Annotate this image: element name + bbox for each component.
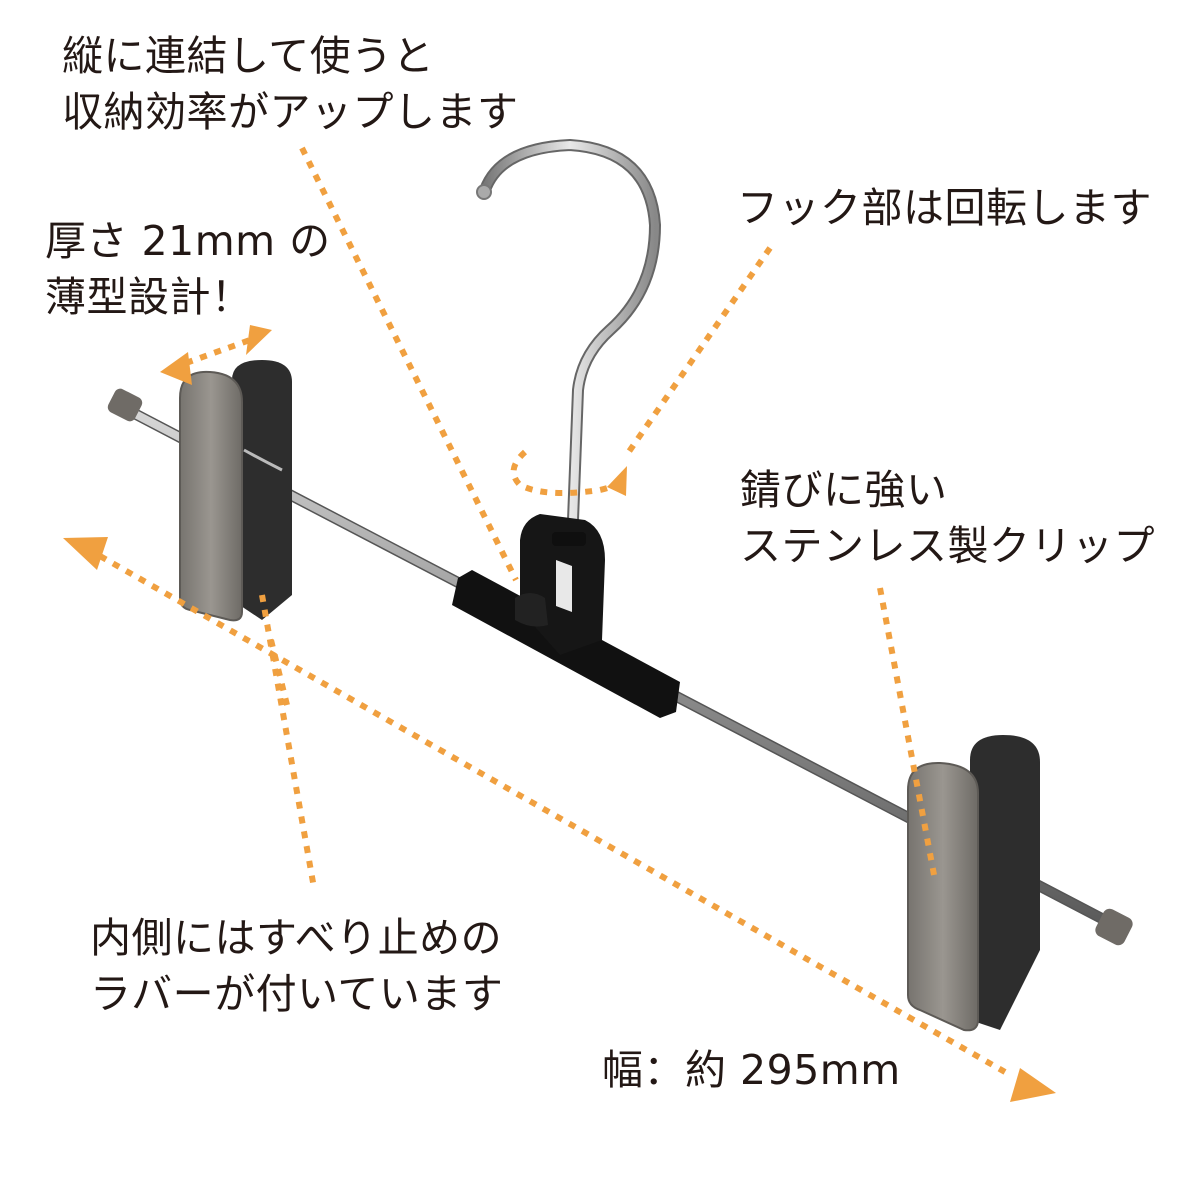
stacking-callout-line-1: 縦に連結して使うと [62, 32, 435, 80]
thickness-arrow-line [184, 337, 252, 366]
rotation-arrow-head-icon [607, 466, 627, 496]
rubber-leader-line-1 [259, 594, 317, 889]
hook-callout: フック部は回転します [737, 180, 1152, 236]
clip-leader-line [877, 587, 938, 881]
rubber-leader-line-2 [268, 639, 290, 706]
left-clip [179, 360, 292, 622]
stacking-leader-line [299, 146, 519, 582]
width-callout: 幅：約 295mm [602, 1042, 901, 1098]
stacking-callout-line-2: 収納効率がアップします [62, 88, 519, 136]
rubber-callout: 内側にはすべり止めの ラバーが付いています [90, 910, 503, 1022]
width-callout-line-1: 幅：約 295mm [602, 1046, 901, 1094]
width-arrow-right-head-icon [1010, 1068, 1056, 1102]
right-clip [907, 735, 1040, 1032]
hanger-center-body [452, 514, 680, 718]
stacking-callout: 縦に連結して使うと 収納効率がアップします [62, 28, 519, 140]
rubber-callout-line-2: ラバーが付いています [90, 970, 504, 1018]
clip-callout: 錆びに強い ステンレス製クリップ [740, 462, 1155, 574]
hook-leader-line [625, 246, 773, 455]
thickness-arrow-right-head-icon [246, 325, 272, 355]
thickness-callout-line-1: 厚さ 21mm の [45, 217, 331, 265]
width-arrow-left-head-icon [63, 537, 108, 570]
rotating-hook [476, 138, 662, 526]
clip-callout-line-1: 錆びに強い [740, 466, 948, 514]
clip-callout-line-2: ステンレス製クリップ [740, 522, 1155, 570]
thickness-arrow-left-head-icon [160, 352, 192, 385]
arrow-heads [63, 325, 1056, 1102]
rubber-callout-line-1: 内側にはすべり止めの [90, 914, 503, 962]
hook-callout-line-1: フック部は回転します [737, 184, 1152, 232]
thickness-callout-line-2: 薄型設計！ [45, 273, 253, 321]
callout-leaders [98, 146, 1007, 1075]
thickness-callout: 厚さ 21mm の 薄型設計！ [45, 213, 331, 325]
